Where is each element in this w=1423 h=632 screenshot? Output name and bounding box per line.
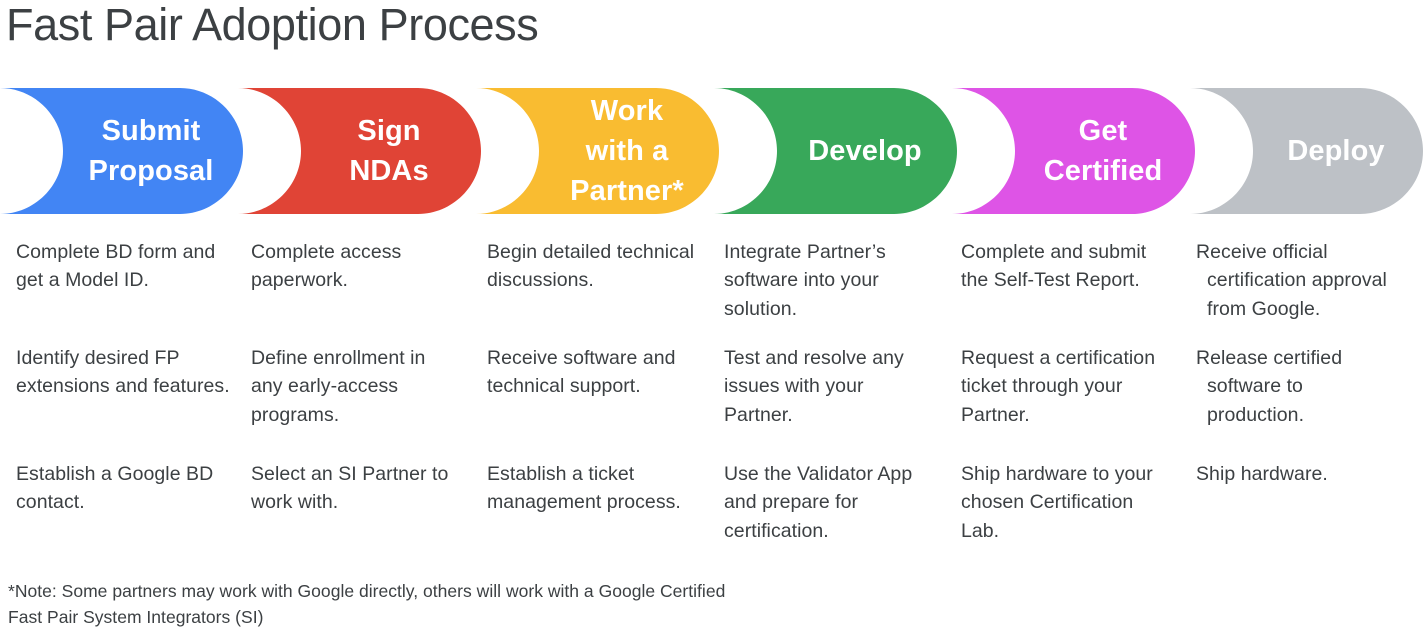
stage-detail-item: Begin detailed technical discussions. bbox=[487, 241, 695, 292]
banner-chevron-shape bbox=[952, 88, 1195, 214]
banner-fill-path bbox=[1190, 88, 1423, 214]
stage-detail-item: Define enrollment in any early-access pr… bbox=[251, 347, 426, 426]
banner-chevron-shape bbox=[1190, 88, 1423, 214]
banner-fill-path bbox=[952, 88, 1195, 214]
stage-banner-develop[interactable]: Develop bbox=[714, 88, 957, 214]
stage-detail-item: Use the Validator App and prepare for ce… bbox=[724, 463, 913, 542]
banner-chevron-shape bbox=[476, 88, 719, 214]
stage-detail-item: Test and resolve any issues with your Pa… bbox=[724, 347, 904, 426]
banner-chevron-shape bbox=[238, 88, 481, 214]
stage-detail-item: Complete access paperwork. bbox=[251, 241, 402, 292]
footnote-note: *Note: Some partners may work with Googl… bbox=[8, 581, 726, 628]
banner-chevron-shape bbox=[0, 88, 243, 214]
stage-banner-get-certified[interactable]: Get Certified bbox=[952, 88, 1195, 214]
banner-fill-path bbox=[714, 88, 957, 214]
process-stage-banner-row: Submit Proposal Sign NDAs Work with a Pa… bbox=[0, 88, 1423, 214]
banner-fill-path bbox=[0, 88, 243, 214]
stage-detail-item: Establish a ticket management process. bbox=[487, 463, 681, 514]
stage-detail-item: Ship hardware to your chosen Certificati… bbox=[961, 463, 1153, 542]
stage-banner-submit-proposal[interactable]: Submit Proposal bbox=[0, 88, 243, 214]
stage-detail-item: Establish a Google BD contact. bbox=[16, 463, 214, 514]
stage-detail-item: Complete and submit the Self-Test Report… bbox=[961, 241, 1147, 292]
stage-detail-item: Request a certification ticket through y… bbox=[961, 347, 1156, 426]
stage-detail-item: Release certified software to production… bbox=[1196, 347, 1343, 426]
stage-detail-item: Complete BD form and get a Model ID. bbox=[16, 241, 216, 292]
stage-detail-item: Select an SI Partner to work with. bbox=[251, 463, 449, 514]
banner-fill-path bbox=[476, 88, 719, 214]
stage-details-columns: Complete BD form and get a Model ID. Ide… bbox=[0, 238, 1423, 568]
banner-fill-path bbox=[238, 88, 481, 214]
stage-banner-deploy[interactable]: Deploy bbox=[1190, 88, 1423, 214]
stage-banner-sign-ndas[interactable]: Sign NDAs bbox=[238, 88, 481, 214]
stage-banner-work-with-a-partner[interactable]: Work with a Partner* bbox=[476, 88, 719, 214]
stage-detail-item: Identify desired FP extensions and featu… bbox=[16, 347, 230, 398]
stage-detail-item: Receive official certification approval … bbox=[1196, 241, 1387, 320]
stage-detail-item: Integrate Partner’s software into your s… bbox=[724, 241, 886, 320]
stage-detail-item: Ship hardware. bbox=[1196, 463, 1328, 485]
stage-detail-item: Receive software and technical support. bbox=[487, 347, 676, 398]
banner-chevron-shape bbox=[714, 88, 957, 214]
page-title: Fast Pair Adoption Process bbox=[6, 0, 539, 50]
